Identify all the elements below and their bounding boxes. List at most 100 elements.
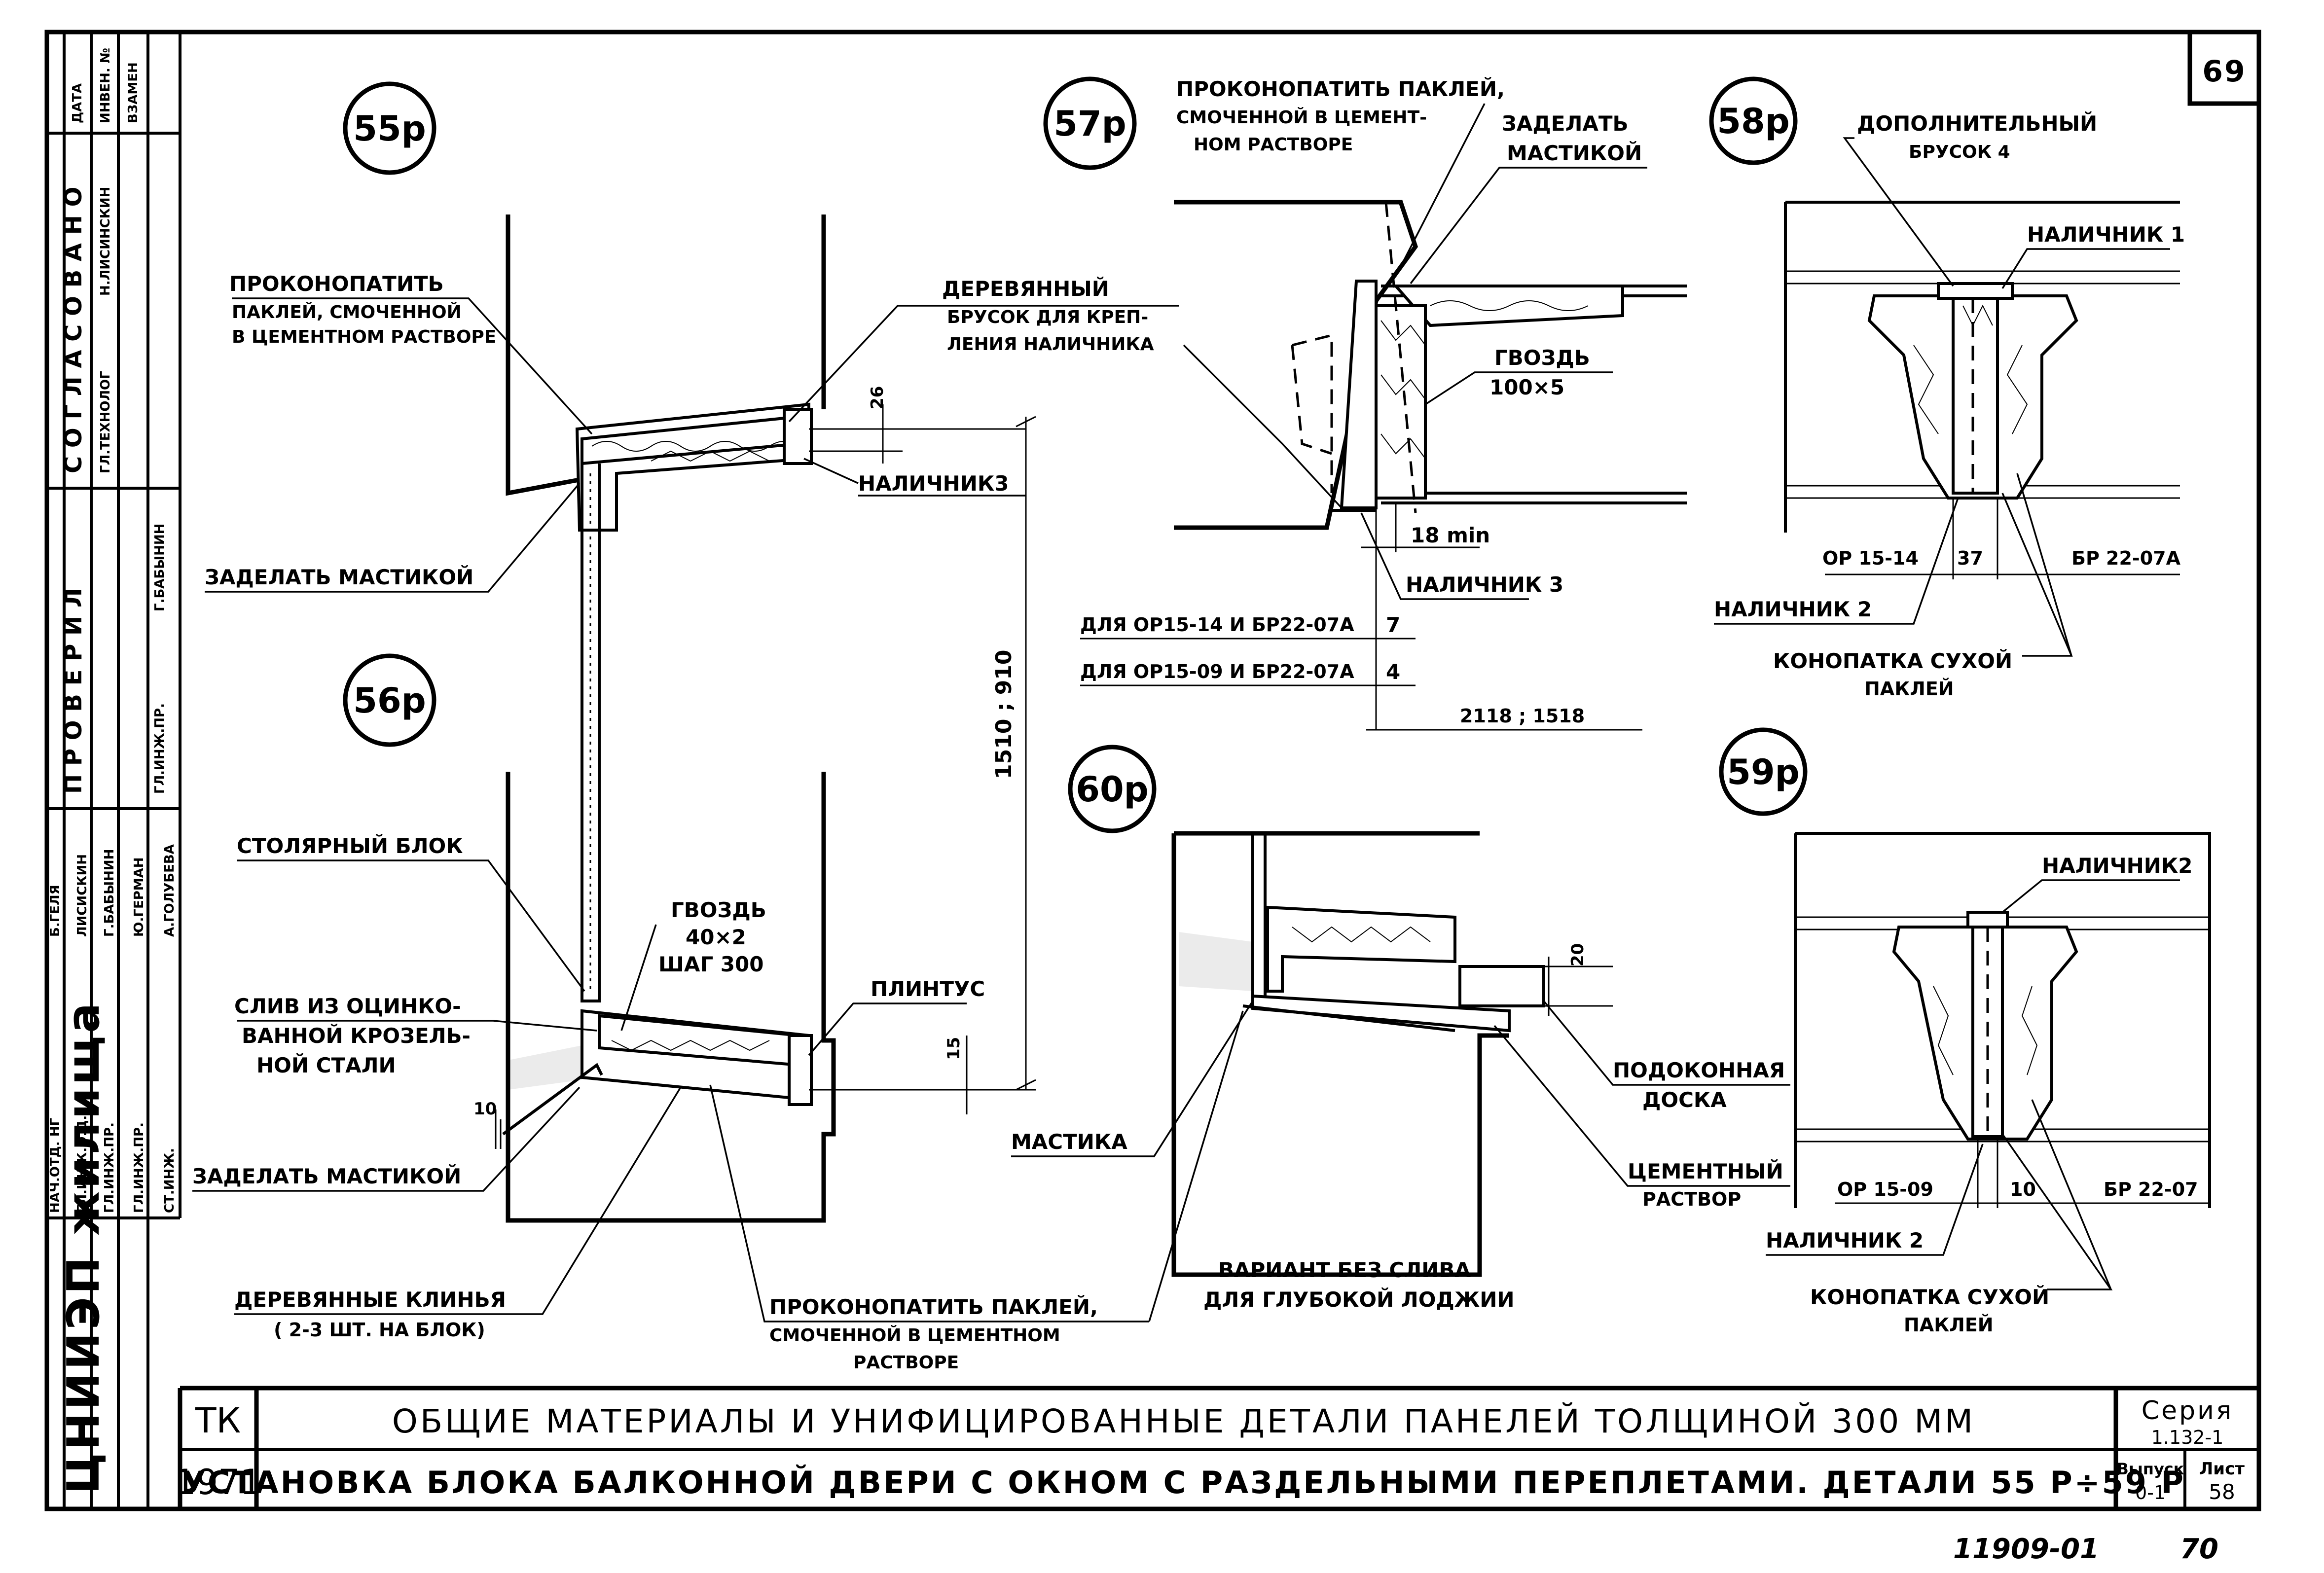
d59-dry-caulk-1: КОНОПАТКА СУХОЙ bbox=[1810, 1285, 2049, 1309]
d60-sill-1: ПОДОКОННАЯ bbox=[1613, 1058, 1785, 1082]
d56-labels: СТОЛЯРНЫЙ БЛОК ГВОЗДЬ 40×2 ШАГ 300 СЛИВ … bbox=[192, 833, 1149, 1373]
d60-sill-2: ДОСКА bbox=[1642, 1088, 1727, 1112]
d56-nail-2: 40×2 bbox=[686, 925, 746, 949]
d57-dim-bottom: 2118 ; 1518 bbox=[1460, 705, 1585, 727]
detail-55-56-section: 26 1510 ; 910 15 10 bbox=[473, 214, 1036, 1223]
d59-trim-top: НАЛИЧНИК2 bbox=[2042, 854, 2192, 878]
stamp-role-5: СТ.ИНЖ. bbox=[162, 1148, 177, 1213]
stamp-name-4: Ю.ГЕРМАН bbox=[132, 857, 146, 937]
sheet-label: Лист bbox=[2199, 1459, 2245, 1479]
d56-caulk-1: ПРОКОНОПАТИТЬ ПАКЛЕЙ, bbox=[769, 1294, 1098, 1319]
d58-dry-caulk-2: ПАКЛЕЙ bbox=[1864, 678, 1954, 700]
stamp-agree-role-2: Н.ЛИСИНСКИН bbox=[98, 187, 113, 296]
series-value: 1.132-1 bbox=[2151, 1427, 2224, 1448]
d55-trim: НАЛИЧНИК3 bbox=[858, 471, 1009, 496]
d55-mastic: ЗАДЕЛАТЬ МАСТИКОЙ bbox=[205, 565, 473, 589]
d56-wedges-1: ДЕРЕВЯННЫЕ КЛИНЬЯ bbox=[234, 1287, 506, 1312]
stamp-checked: П Р О В Е Р И Л bbox=[60, 588, 87, 794]
d60-mortar-1: ЦЕМЕНТНЫЙ bbox=[1628, 1159, 1783, 1183]
d60-variant-1: ВАРИАНТ БЕЗ СЛИВА bbox=[1218, 1258, 1471, 1282]
svg-text:60р: 60р bbox=[1076, 769, 1149, 810]
title-year: 1971 bbox=[174, 1462, 262, 1502]
svg-text:56р: 56р bbox=[353, 680, 426, 721]
d57-note-2: ДЛЯ ОР15-09 И БР22-07А bbox=[1080, 661, 1354, 682]
stamp-name-1: Б.ГЕЛЯ bbox=[48, 885, 63, 937]
detail-mark-60: 60р bbox=[1068, 745, 1157, 833]
stamp-agree-role-1: ГЛ.ТЕХНОЛОГ bbox=[98, 371, 113, 473]
d56-drip-1: СЛИВ ИЗ ОЦИНКО- bbox=[234, 994, 461, 1018]
d56-nail-1: ГВОЗДЬ bbox=[671, 898, 766, 922]
stamp-agreed: С О Г Л А С О В А Н О bbox=[60, 187, 87, 473]
title-block: ТК 1971 ОБЩИЕ МАТЕРИАЛЫ И УНИФИЦИРОВАННЫ… bbox=[174, 1386, 2259, 1509]
d55-labels: ПРОКОНОПАТИТЬ ПАКЛЕЙ, СМОЧЕННОЙ В ЦЕМЕНТ… bbox=[205, 272, 1179, 593]
d59-right-code: БР 22-07 bbox=[2104, 1179, 2198, 1200]
d57-caulk-2: СМОЧЕННОЙ В ЦЕМЕНТ- bbox=[1176, 107, 1427, 128]
d58-extra-bar-2: БРУСОК 4 bbox=[1909, 142, 2010, 162]
stamp-name-5: А.ГОЛУБЕВА bbox=[162, 844, 177, 937]
d58-labels: ДОПОЛНИТЕЛЬНЫЙ БРУСОК 4 НАЛИЧНИК 1 ОР 15… bbox=[1714, 111, 2185, 700]
footer-page: 70 bbox=[2180, 1533, 2218, 1565]
d57-note-1: ДЛЯ ОР15-14 И БР22-07А bbox=[1080, 614, 1354, 636]
stamp-role-3: ГЛ.ИНЖ.ПР. bbox=[102, 1122, 117, 1213]
d60-mastic: МАСТИКА bbox=[1011, 1130, 1127, 1154]
d59-dry-caulk-2: ПАКЛЕЙ bbox=[1904, 1314, 1994, 1336]
d56-caulk-3: РАСТВОРЕ bbox=[853, 1353, 959, 1373]
side-stamp: ДАТА ИНВЕН. № ВЗАМЕН С О Г Л А С О В А Н… bbox=[47, 32, 182, 1509]
d56-dim-10: 10 bbox=[473, 1099, 497, 1119]
d57-caulk-1: ПРОКОНОПАТИТЬ ПАКЛЕЙ, bbox=[1176, 76, 1505, 101]
d55-dim-26: 26 bbox=[868, 386, 887, 409]
issue-value: 0-1 bbox=[2135, 1482, 2166, 1503]
detail-mark-55: 55р bbox=[343, 81, 436, 175]
d59-left-code: ОР 15-09 bbox=[1837, 1179, 1933, 1200]
d55-caulk-1: ПРОКОНОПАТИТЬ bbox=[229, 272, 444, 296]
stamp-check-role-1: ГЛ.ИНЖ.ПР. bbox=[152, 703, 167, 794]
d57-trim: НАЛИЧНИК 3 bbox=[1406, 572, 1563, 597]
stamp-role-4: ГЛ.ИНЖ.ПР. bbox=[132, 1122, 146, 1213]
d57-mastic-1: ЗАДЕЛАТЬ bbox=[1502, 111, 1629, 136]
d57-note-1-val: 7 bbox=[1386, 613, 1400, 637]
detail-59-section bbox=[1794, 832, 2211, 1208]
d60-dim-20: 20 bbox=[1568, 943, 1588, 966]
d57-mastic-2: МАСТИКОЙ bbox=[1507, 141, 1642, 165]
issue-label: Выпуск bbox=[2117, 1460, 2184, 1478]
d56-caulk-2: СМОЧЕННОЙ В ЦЕМЕНТНОМ bbox=[769, 1325, 1060, 1346]
d57-caulk-3: НОМ РАСТВОРЕ bbox=[1194, 135, 1353, 155]
detail-mark-57: 57р bbox=[1043, 76, 1137, 170]
d58-dim: 37 bbox=[1957, 547, 1983, 569]
d58-right-code: БР 22-07А bbox=[2071, 547, 2181, 569]
stamp-replace: ВЗАМЕН bbox=[126, 62, 141, 123]
d55-wood-bar-1: ДЕРЕВЯННЫЙ bbox=[942, 276, 1109, 301]
stamp-date: ДАТА bbox=[70, 83, 85, 123]
stamp-name-3: Г.БАБЫНИН bbox=[102, 849, 117, 937]
d56-drip-3: НОЙ СТАЛИ bbox=[256, 1053, 396, 1077]
detail-60-section: 20 bbox=[1171, 831, 1613, 1277]
d56-wedges-2: ( 2-3 ШТ. НА БЛОК) bbox=[274, 1319, 485, 1341]
d60-labels: ПОДОКОННАЯ ДОСКА МАСТИКА ЦЕМЕНТНЫЙ РАСТВ… bbox=[1011, 1000, 1790, 1322]
d57-note-2-val: 4 bbox=[1386, 660, 1400, 684]
d60-mortar-2: РАСТВОР bbox=[1642, 1188, 1741, 1210]
sheet-value: 58 bbox=[2209, 1480, 2235, 1504]
stamp-role-2: ГЛ.ИНЖ.О.Д. bbox=[75, 1115, 90, 1213]
detail-mark-56: 56р bbox=[343, 653, 436, 747]
d56-plinth: ПЛИНТУС bbox=[871, 977, 985, 1001]
d59-labels: НАЛИЧНИК2 ОР 15-09 10 БР 22-07 НАЛИЧНИК … bbox=[1766, 854, 2198, 1336]
d58-extra-bar-1: ДОПОЛНИТЕЛЬНЫЙ bbox=[1857, 111, 2097, 136]
detail-57-section: 18 min НАЛИЧНИК 3 ДЛЯ ОР15-14 И БР22-07А… bbox=[1080, 200, 1687, 731]
d55-caulk-3: В ЦЕМЕНТНОМ РАСТВОРЕ bbox=[232, 327, 496, 347]
d58-left-code: ОР 15-14 bbox=[1822, 547, 1919, 569]
d60-variant-2: ДЛЯ ГЛУБОКОЙ ЛОДЖИИ bbox=[1203, 1287, 1515, 1312]
stamp-role-1: НАЧ.ОТД. НГ bbox=[48, 1118, 63, 1213]
svg-text:58р: 58р bbox=[1717, 101, 1790, 142]
d55-wood-bar-2: БРУСОК ДЛЯ КРЕП- bbox=[947, 307, 1148, 327]
stamp-name-2: ЛИСИСКИН bbox=[75, 854, 90, 937]
d56-nail-3: ШАГ 300 bbox=[658, 952, 763, 976]
d59-dim: 10 bbox=[2010, 1179, 2036, 1200]
d56-mastic: ЗАДЕЛАТЬ МАСТИКОЙ bbox=[192, 1164, 461, 1188]
d57-labels: ПРОКОНОПАТИТЬ ПАКЛЕЙ, СМОЧЕННОЙ В ЦЕМЕНТ… bbox=[1176, 76, 1647, 509]
d57-nail-1: ГВОЗДЬ bbox=[1494, 346, 1590, 370]
title-tk: ТК bbox=[195, 1400, 241, 1441]
detail-58-section bbox=[1784, 201, 2180, 579]
d58-trim-2: НАЛИЧНИК 2 bbox=[1714, 597, 1872, 621]
d56-joinery: СТОЛЯРНЫЙ БЛОК bbox=[237, 833, 463, 858]
